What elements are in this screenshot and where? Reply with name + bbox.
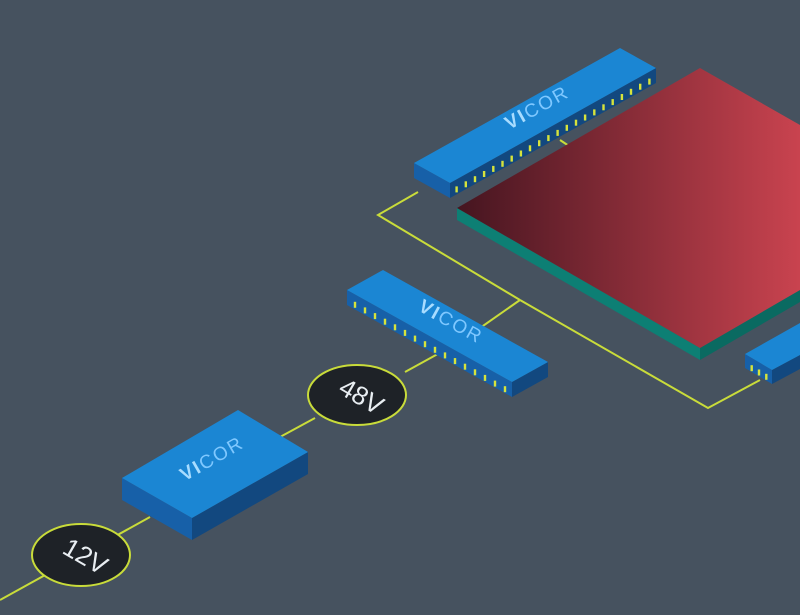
module-pin: [464, 181, 467, 188]
module-side-left: [122, 478, 192, 540]
module-pin: [463, 363, 467, 370]
module-pin: [519, 150, 523, 157]
module-pin: [413, 335, 417, 342]
module-pin: [473, 176, 477, 183]
module-pin: [433, 346, 437, 353]
module-pin: [493, 380, 497, 387]
module-pin: [565, 124, 568, 131]
module-pin: [443, 352, 447, 359]
module-pins: [750, 365, 768, 380]
module-pin: [473, 369, 477, 376]
module-pin: [373, 313, 377, 320]
module-pin: [423, 341, 427, 348]
module-side-left: [414, 163, 450, 198]
module-pin: [611, 99, 614, 106]
module-pin: [403, 329, 407, 336]
module-side-right: [512, 362, 548, 397]
converter-module-large: VICOR: [122, 410, 308, 540]
module-pin: [765, 373, 768, 380]
chip-top: [457, 68, 800, 348]
module-top: [745, 323, 800, 370]
module-pin: [629, 88, 633, 95]
module-pin: [639, 83, 642, 90]
module-pin: [620, 94, 624, 100]
wire-upper-branch: [376, 191, 521, 301]
module-pin: [538, 140, 541, 147]
module-pin: [501, 160, 504, 167]
converter-module-48v: VICOR: [347, 270, 548, 397]
processor-chip: [457, 68, 800, 360]
module-pin: [383, 318, 387, 325]
module-pin: [750, 365, 753, 372]
module-pin: [593, 109, 596, 116]
wire-12v-to-48v-converter: [279, 417, 316, 438]
module-top: [347, 270, 548, 382]
module-pin: [363, 307, 367, 314]
point-of-load-module-upper: VICOR: [414, 48, 656, 198]
module-pin: [547, 135, 550, 142]
module-side-left: [347, 290, 512, 397]
voltage-badge-12v: 12V: [31, 523, 131, 587]
module-pins: [455, 78, 651, 193]
module-top: [122, 410, 308, 518]
module-side-right: [772, 355, 800, 384]
module-pin: [757, 369, 761, 376]
module-pin: [453, 358, 457, 365]
module-pin: [648, 78, 651, 85]
wire-lower-branch: [519, 299, 761, 410]
module-pin: [483, 374, 487, 381]
module-pin: [528, 145, 532, 152]
module-pins: [353, 301, 507, 393]
module-pin: [556, 129, 559, 136]
chip-side-right: [700, 290, 800, 360]
module-pin: [583, 114, 587, 121]
module-pin: [482, 171, 486, 177]
module-pin: [393, 324, 397, 331]
module-pin: [455, 186, 458, 193]
module-pin: [510, 155, 513, 162]
module-side-right: [192, 452, 308, 540]
module-pin: [353, 301, 357, 308]
module-pin: [574, 119, 578, 126]
module-pin: [492, 165, 495, 172]
module-pin: [503, 386, 507, 393]
voltage-badge-48v: 48V: [307, 364, 407, 426]
chip-side-left: [457, 208, 700, 360]
module-pin: [602, 104, 605, 111]
point-of-load-module-lower: [745, 323, 800, 384]
module-top: [414, 48, 656, 183]
